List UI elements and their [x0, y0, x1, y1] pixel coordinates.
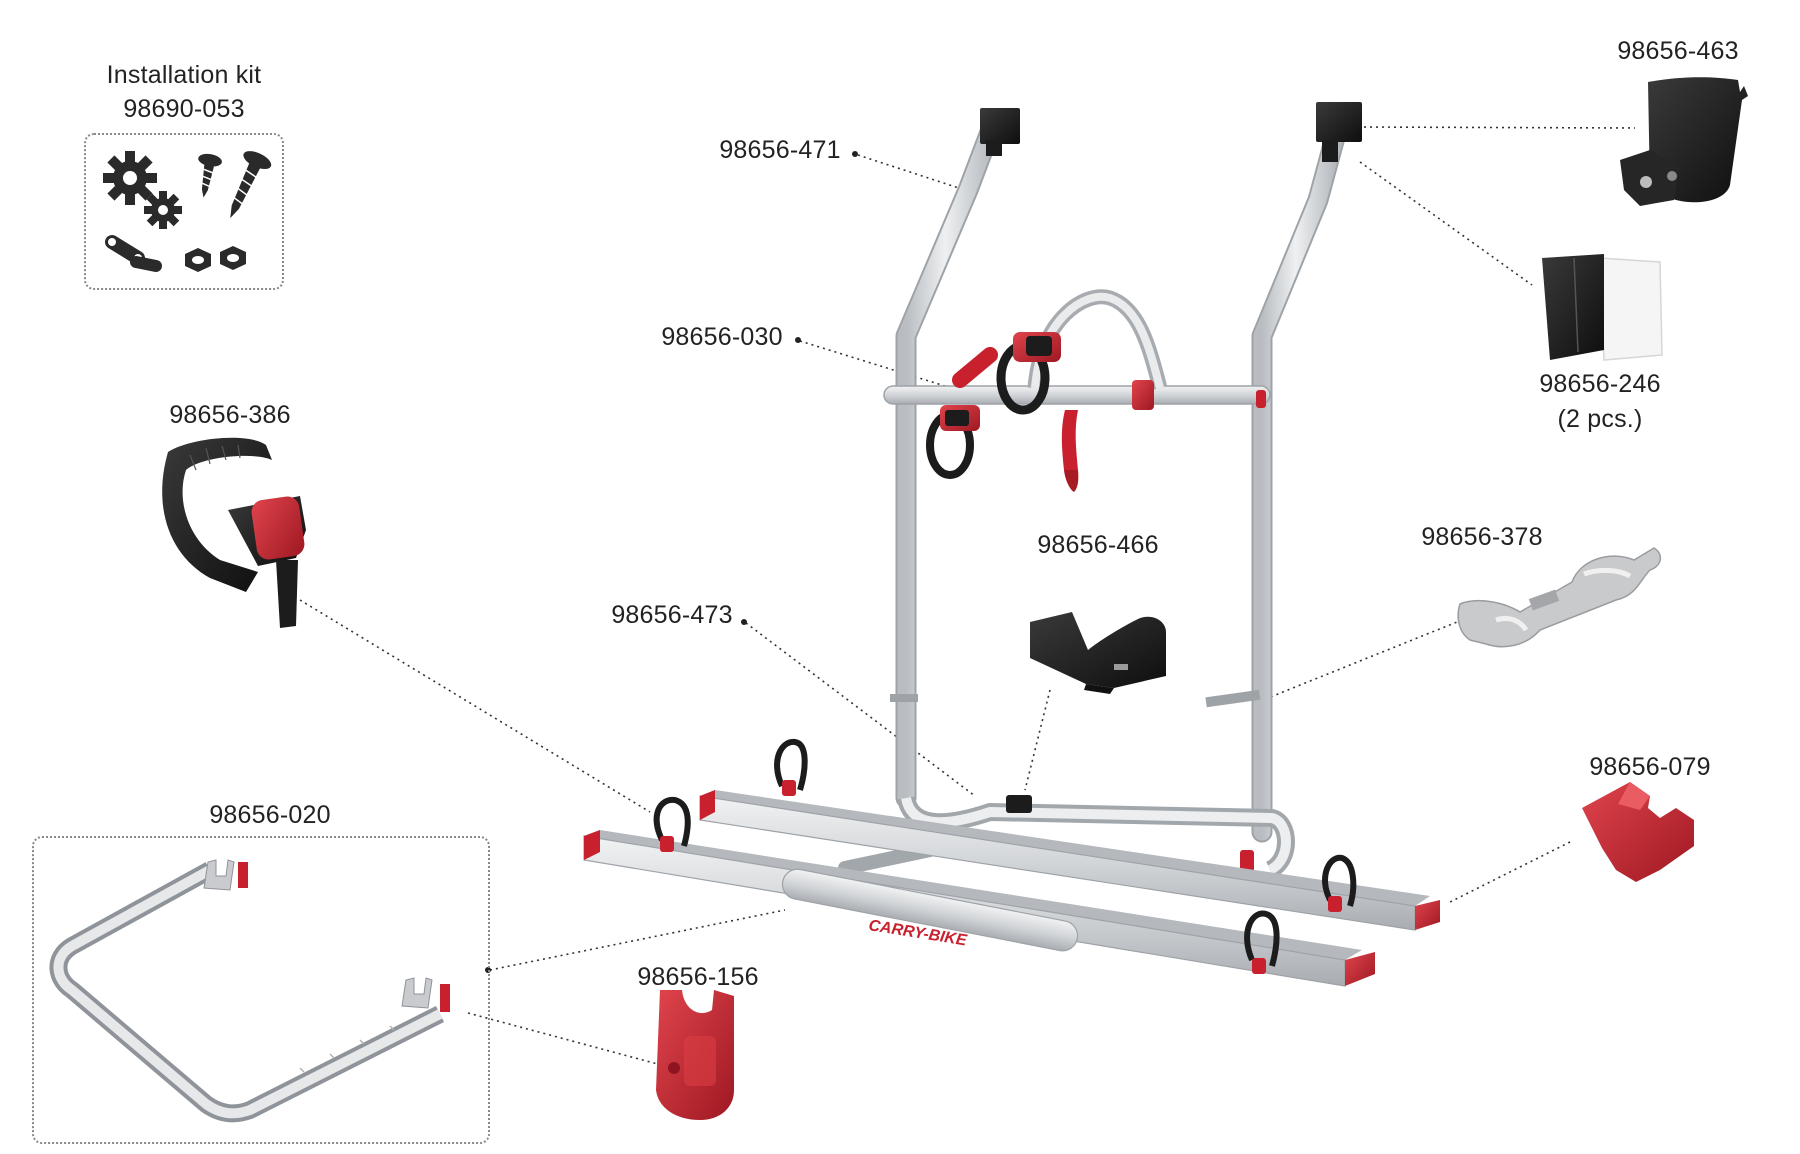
bracket-clip	[1006, 795, 1032, 813]
leader-466	[1024, 689, 1051, 791]
leader-386	[299, 599, 651, 813]
part-code-label: 98656-463	[1617, 37, 1739, 65]
nut-icon	[220, 246, 246, 270]
top-wall-bracket-left	[980, 108, 1020, 156]
part-code-label: 98656-020	[209, 801, 331, 829]
wheel-strap-buckles	[660, 780, 1342, 974]
leader-079	[1449, 841, 1571, 903]
part-98656-378-image	[1457, 547, 1662, 648]
crossbar-red-cap	[1132, 380, 1154, 410]
installation-kit-code: 98690-053	[123, 95, 245, 123]
lower-mount-bracket-right	[1205, 689, 1261, 708]
gear-icon	[144, 191, 182, 229]
part-code-label: 98656-466	[1037, 531, 1159, 559]
crossbar-red-cap	[1256, 390, 1266, 408]
red-strap-tail	[1061, 410, 1078, 470]
upper-crossbar	[883, 385, 1271, 405]
part-98656-466-image	[1030, 612, 1166, 694]
leader-471	[857, 154, 966, 191]
screw-icon	[230, 151, 272, 219]
wheel-strap	[1244, 910, 1280, 967]
part-98656-079-image	[1582, 782, 1694, 882]
frame-holder-arm-left	[926, 347, 998, 479]
rack-assembly: CARRY-BIKE	[583, 102, 1440, 987]
lower-mount-bracket-left	[890, 694, 918, 702]
part-note-label: (2 pcs.)	[1557, 405, 1643, 433]
part-code-label: 98656-386	[169, 401, 291, 429]
lower-storage-tube	[781, 868, 1079, 952]
part-code-label: 98656-471	[719, 136, 841, 164]
nut-icon	[185, 248, 211, 272]
part-code-label: 98656-378	[1421, 523, 1543, 551]
part-code-label: 98656-030	[661, 323, 783, 351]
leader-dot	[795, 337, 801, 343]
leader-lines	[299, 126, 1636, 1067]
part-98656-246-image	[1542, 254, 1663, 361]
part-98656-386-image	[162, 437, 306, 628]
part-98656-156-image	[656, 990, 734, 1120]
leader-dot	[741, 619, 747, 625]
top-wall-bracket-right	[1316, 102, 1362, 162]
leader-156	[467, 1012, 666, 1067]
leader-030	[799, 340, 946, 387]
leader-378	[1257, 619, 1463, 703]
wheel-strap	[774, 738, 808, 791]
leader-246	[1359, 161, 1533, 286]
wheel-straps	[653, 738, 1357, 967]
installation-kit-icons	[103, 151, 272, 272]
rail-back	[699, 790, 1440, 931]
leader-dot	[852, 151, 858, 157]
wheel-strap	[1322, 854, 1357, 907]
chain-link-icon	[105, 235, 162, 272]
installation-kit-box	[84, 133, 284, 290]
part-code-label: 98656-079	[1589, 753, 1711, 781]
screw-icon	[198, 153, 222, 198]
gear-icon	[103, 151, 157, 205]
part-code-label: 98656-156	[637, 963, 759, 991]
part-code-label: 98656-246	[1539, 370, 1661, 398]
leader-020	[489, 909, 786, 971]
wheel-strap	[653, 796, 691, 847]
part-code-label: 98656-473	[611, 601, 733, 629]
part-98656-020-image	[49, 859, 450, 1123]
leader-463	[1351, 126, 1636, 129]
part-98656-463-image	[1620, 77, 1748, 206]
part-98656-020-box	[32, 836, 490, 1144]
installation-kit-title: Installation kit	[106, 61, 262, 89]
leader-473	[745, 622, 976, 797]
frame-holder-arm-center	[996, 332, 1079, 492]
